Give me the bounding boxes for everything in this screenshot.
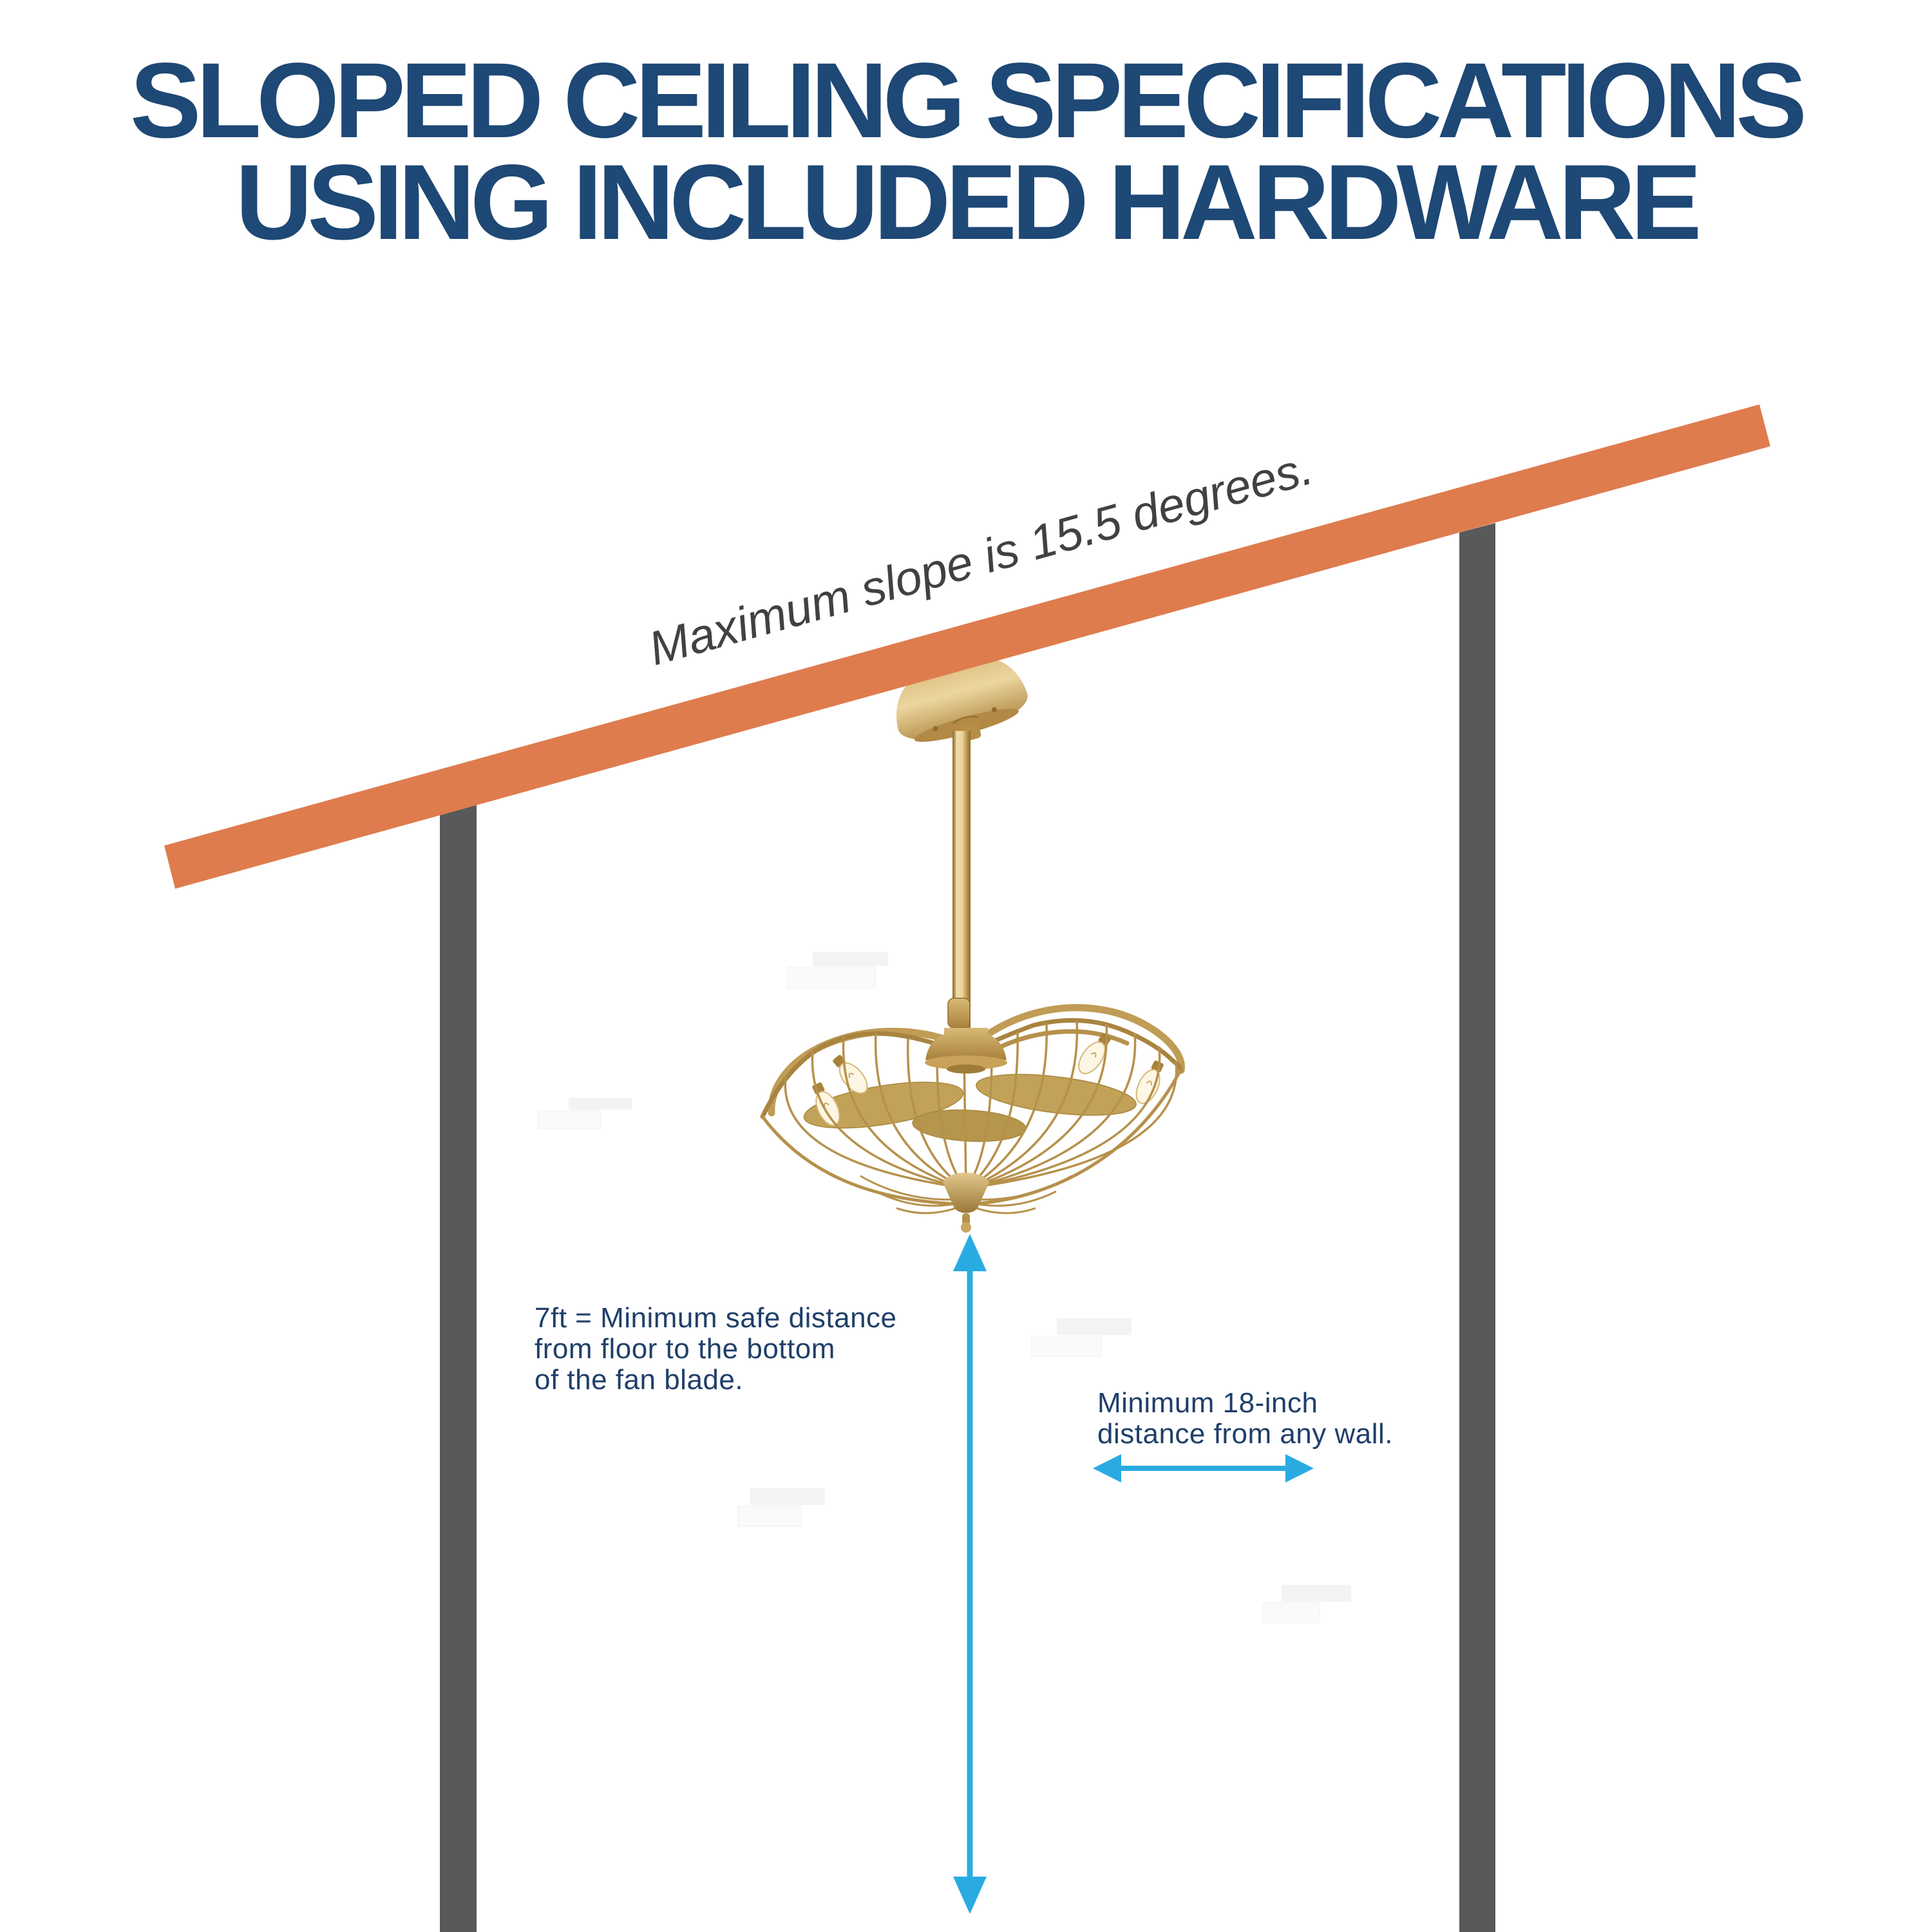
page-title: SLOPED CEILING SPECIFICATIONS USING INCL… xyxy=(0,41,1932,262)
left-wall xyxy=(440,805,477,1932)
fan-downrod xyxy=(947,731,971,1030)
sloped-ceiling-beam xyxy=(164,404,1770,889)
watermark-steps xyxy=(537,952,1351,1624)
watermark-step xyxy=(1031,1318,1132,1357)
floor-clearance-note: 7ft = Minimum safe distance from floor t… xyxy=(535,1303,897,1396)
light-bulbs xyxy=(812,1033,1164,1126)
cage-ribs xyxy=(784,1019,1178,1188)
wall-clearance-line2: distance from any wall. xyxy=(1097,1418,1394,1450)
watermark-step xyxy=(1262,1585,1351,1624)
watermark-step xyxy=(537,1098,632,1130)
floor-clearance-line1: 7ft = Minimum safe distance xyxy=(535,1302,897,1334)
page-title-line1: SLOPED CEILING SPECIFICATIONS xyxy=(129,41,1807,160)
wall-clearance-line1: Minimum 18-inch xyxy=(1097,1387,1318,1419)
fan-cage xyxy=(760,1004,1185,1233)
wall-clearance-arrow-icon xyxy=(1093,1454,1314,1482)
floor-clearance-arrow-icon xyxy=(953,1234,987,1914)
watermark-step xyxy=(737,1488,825,1527)
floor-clearance-line2: from floor to the bottom xyxy=(535,1333,835,1365)
page-title-line2: USING INCLUDED HARDWARE xyxy=(235,143,1701,262)
watermark-step xyxy=(787,952,888,989)
wall-clearance-note: Minimum 18-inch distance from any wall. xyxy=(1097,1388,1393,1450)
motor-housing xyxy=(925,1028,1007,1074)
floor-clearance-line3: of the fan blade. xyxy=(535,1364,744,1396)
right-wall xyxy=(1459,523,1495,1932)
bottom-finial xyxy=(943,1173,989,1233)
